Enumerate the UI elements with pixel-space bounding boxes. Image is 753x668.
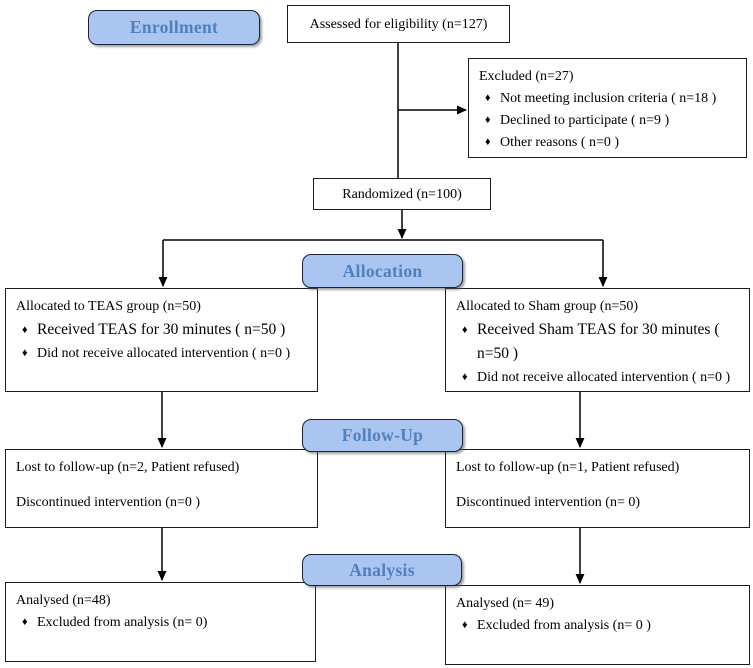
excluded-item-text: Declined to participate ( n=9 ): [500, 113, 670, 128]
stage-label-followup: Follow-Up: [302, 419, 463, 452]
analysis-teas-title: Analysed (n=48): [16, 593, 111, 608]
followup-sham-line2: Discontinued intervention (n= 0): [456, 495, 641, 510]
assessed-text: Assessed for eligibility (n=127): [309, 16, 488, 32]
excluded-item: ♦ Not meeting inclusion criteria ( n=18 …: [485, 88, 738, 109]
diamond-bullet-icon: ♦: [485, 114, 491, 126]
allocation-teas-item-text: Did not receive allocated intervention (…: [37, 346, 291, 361]
followup-teas-box: Lost to follow-up (n=2, Patient refused)…: [5, 449, 318, 528]
allocation-sham-item-text: Received Sham TEAS for 30 minutes ( n=50…: [477, 321, 720, 362]
analysis-sham-item: ♦ Excluded from analysis (n= 0 ): [462, 615, 741, 636]
allocation-teas-title: Allocated to TEAS group (n=50): [16, 299, 201, 314]
analysis-teas-box: Analysed (n=48) ♦ Excluded from analysis…: [5, 582, 316, 662]
diamond-bullet-icon: ♦: [462, 371, 468, 383]
analysis-sham-box: Analysed (n= 49) ♦ Excluded from analysi…: [445, 585, 750, 665]
allocation-sham-item: ♦ Did not receive allocated intervention…: [462, 367, 741, 388]
analysis-teas-item: ♦ Excluded from analysis (n= 0): [22, 612, 307, 633]
excluded-item: ♦ Other reasons ( n=0 ): [485, 132, 738, 153]
allocation-sham-item-text: Did not receive allocated intervention (…: [477, 370, 731, 385]
excluded-box: Excluded (n=27) ♦ Not meeting inclusion …: [468, 58, 747, 158]
excluded-item-text: Not meeting inclusion criteria ( n=18 ): [500, 91, 717, 106]
randomized-box: Randomized (n=100): [313, 178, 491, 210]
allocation-sham-title: Allocated to Sham group (n=50): [456, 299, 639, 314]
excluded-item-text: Other reasons ( n=0 ): [500, 135, 620, 150]
stage-label-analysis-text: Analysis: [349, 559, 415, 580]
analysis-sham-item-text: Excluded from analysis (n= 0 ): [477, 618, 651, 633]
allocation-teas-item: ♦ Received TEAS for 30 minutes ( n=50 ): [22, 318, 309, 342]
diamond-bullet-icon: ♦: [22, 616, 28, 628]
diamond-bullet-icon: ♦: [462, 619, 468, 631]
stage-label-followup-text: Follow-Up: [341, 425, 424, 445]
stage-label-allocation-text: Allocation: [342, 260, 423, 281]
stage-label-allocation: Allocation: [302, 254, 463, 288]
allocation-teas-box: Allocated to TEAS group (n=50) ♦ Receive…: [5, 288, 318, 392]
diamond-bullet-icon: ♦: [22, 324, 28, 336]
followup-sham-box: Lost to follow-up (n=1, Patient refused)…: [445, 449, 750, 528]
allocation-sham-item: ♦ Received Sham TEAS for 30 minutes ( n=…: [462, 318, 741, 366]
diamond-bullet-icon: ♦: [485, 92, 491, 104]
excluded-item: ♦ Declined to participate ( n=9 ): [485, 110, 738, 131]
diamond-bullet-icon: ♦: [462, 324, 468, 336]
allocation-teas-item-text: Received TEAS for 30 minutes ( n=50 ): [37, 321, 286, 338]
followup-teas-line2: Discontinued intervention (n=0 ): [16, 495, 201, 510]
stage-label-enrollment: Enrollment: [88, 10, 260, 45]
assessed-box: Assessed for eligibility (n=127): [287, 5, 510, 43]
allocation-teas-item: ♦ Did not receive allocated intervention…: [22, 343, 309, 364]
stage-label-analysis: Analysis: [302, 554, 462, 586]
randomized-text: Randomized (n=100): [342, 186, 462, 202]
analysis-teas-item-text: Excluded from analysis (n= 0): [37, 615, 208, 630]
excluded-title: Excluded (n=27): [479, 69, 574, 84]
diamond-bullet-icon: ♦: [22, 347, 28, 359]
followup-sham-line1: Lost to follow-up (n=1, Patient refused): [456, 460, 680, 475]
analysis-sham-title: Analysed (n= 49): [456, 596, 555, 611]
followup-teas-line1: Lost to follow-up (n=2, Patient refused): [16, 460, 240, 475]
stage-label-enrollment-text: Enrollment: [129, 17, 219, 37]
allocation-sham-box: Allocated to Sham group (n=50) ♦ Receive…: [445, 288, 750, 392]
diamond-bullet-icon: ♦: [485, 136, 491, 148]
